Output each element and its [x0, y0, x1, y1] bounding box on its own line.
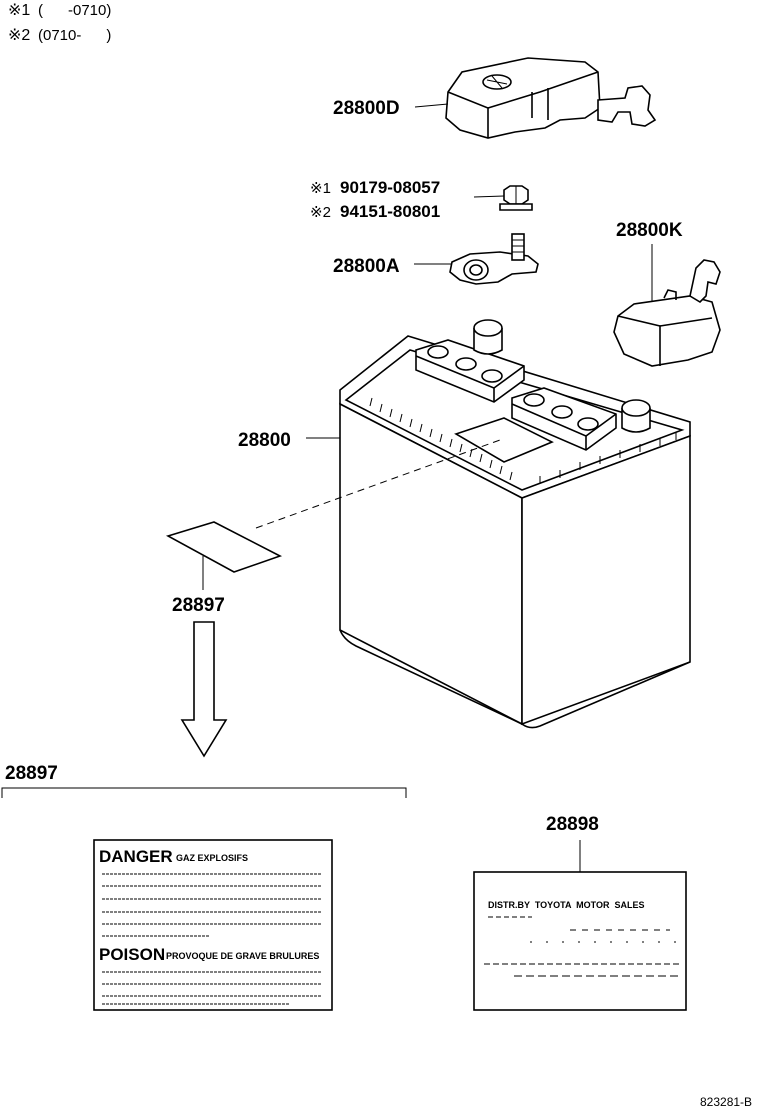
note-2-mark: ※2: [8, 27, 30, 44]
label-28800k: 28800K: [616, 220, 683, 241]
label-sheet: [165, 521, 283, 573]
note-2-range: (0710- ): [38, 27, 111, 44]
label-nut-2: 94151-80801: [340, 202, 440, 221]
danger-subtitle: GAZ EXPLOSIFS: [176, 853, 248, 863]
leader-nut: [473, 195, 505, 198]
label-28800: 28800: [238, 430, 291, 451]
danger-title: DANGER: [99, 847, 173, 866]
danger-text-lines-1: [102, 873, 322, 937]
label-28897-small: 28897: [172, 595, 225, 616]
poison-subtitle: PROVOQUE DE GRAVE BRULURES: [166, 951, 319, 961]
dashed-leader: [255, 439, 501, 529]
figure-id: 823281-B: [700, 1095, 752, 1109]
label-28897-section: 28897: [5, 763, 58, 784]
label-28800d: 28800D: [333, 98, 400, 119]
section-bracket: [1, 787, 407, 798]
poison-title: POISON: [99, 945, 165, 964]
terminal-cover-k: [613, 259, 721, 367]
down-arrow: [180, 621, 228, 758]
distr-text: DISTR.BY TOYOTA MOTOR SALES: [488, 900, 645, 910]
nut: [499, 185, 533, 211]
terminal-cover-d: [445, 57, 657, 139]
terminal-clamp-a: [449, 233, 539, 285]
nut-2-mark: ※2: [310, 204, 331, 221]
nut-1-mark: ※1: [310, 180, 331, 197]
note-1-mark: ※1: [8, 2, 30, 19]
label-nut-1: 90179-08057: [340, 178, 440, 197]
label-28800a: 28800A: [333, 256, 400, 277]
label-28898: 28898: [546, 814, 599, 835]
distr-text-lines: [484, 916, 684, 977]
distr-label: [473, 871, 687, 1011]
note-1-range: ( -0710): [38, 2, 111, 19]
leader-28800d: [414, 103, 449, 108]
danger-label: [93, 839, 333, 1011]
battery: [339, 319, 691, 729]
danger-text-lines-2: [102, 971, 322, 1005]
